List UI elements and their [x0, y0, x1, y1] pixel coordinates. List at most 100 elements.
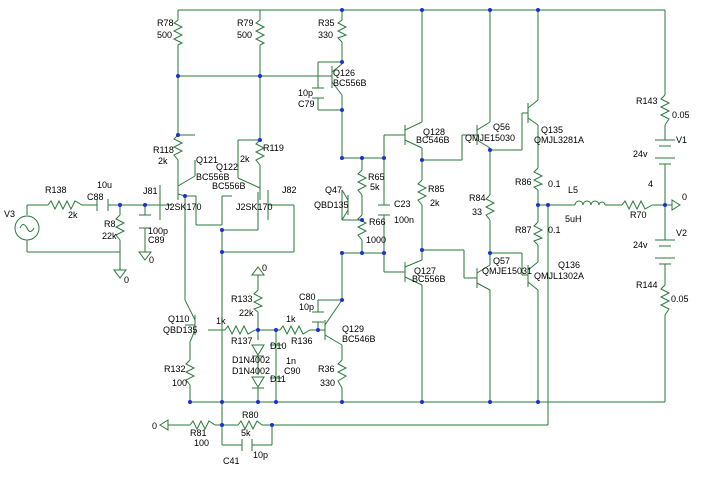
capacitor-C41 [241, 439, 253, 451]
component-labels: R78 500 R79 500 R35 330 Q126 BC556B 10p … [4, 18, 690, 466]
label-Q47-type: QBD135 [314, 200, 349, 210]
signal-source-V3 [14, 215, 40, 241]
label-L5: L5 [568, 185, 578, 195]
label-Q110-type: QBD135 [163, 325, 198, 335]
transistor-Q129 [324, 299, 343, 346]
resistor-R81 [189, 419, 216, 431]
diode-D11 [251, 376, 265, 395]
ground-symbol-4 [159, 419, 169, 431]
label-Q122-type: BC556B [212, 181, 246, 191]
label-R86-value: 0.1 [548, 179, 561, 189]
resistor-R70 [621, 199, 653, 211]
label-Q127: Q127 [414, 266, 436, 276]
label-C80-value: 10p [299, 302, 314, 312]
transistor-Q127 [404, 259, 423, 286]
label-R136-value: 1k [286, 314, 296, 324]
label-R143: R143 [636, 96, 658, 106]
label-Q56: Q56 [493, 122, 510, 132]
label-V2-value: 24v [633, 240, 648, 250]
label-D11: D11 [270, 374, 286, 384]
label-R132: R132 [164, 364, 186, 374]
label-Q57: Q57 [493, 256, 510, 266]
resistor-R84 [484, 194, 496, 221]
label-R8-value: 22k [102, 231, 117, 241]
label-V3: V3 [4, 209, 15, 219]
label-D10-type: D1N4002 [232, 355, 270, 365]
label-R119: R119 [263, 143, 284, 153]
resistor-R137 [224, 324, 256, 336]
resistor-R144 [659, 284, 671, 316]
resistor-R36 [336, 359, 348, 389]
label-R118: R118 [153, 145, 174, 155]
resistor-R86 [532, 167, 544, 191]
resistor-R66 [356, 214, 368, 241]
jfet-J81 [159, 190, 172, 220]
battery-V1 [655, 139, 675, 175]
label-R36: R36 [318, 364, 335, 374]
label-Q110: Q110 [168, 314, 189, 324]
label-R66: R66 [369, 217, 386, 227]
label-R80-value: 5k [241, 428, 251, 438]
junction-dots [118, 8, 667, 427]
label-R81: R81 [190, 428, 207, 438]
label-C23: C23 [394, 199, 411, 209]
label-V2: V2 [676, 228, 687, 238]
label-output-node-0: 0 [682, 192, 687, 202]
label-C41: C41 [223, 456, 240, 466]
label-Q126-type: BC556B [333, 78, 367, 88]
label-C90: C90 [284, 366, 301, 376]
transistor-Q47 [341, 189, 349, 221]
label-ground-0d: 0 [152, 421, 157, 431]
label-R87-value: 0.1 [548, 225, 561, 235]
transistor-Q128 [404, 121, 423, 149]
label-Q121: Q121 [196, 155, 218, 165]
label-R78: R78 [157, 18, 174, 28]
label-R35-value: 330 [318, 30, 333, 40]
ground-symbol-3 [251, 266, 265, 276]
label-J82-type: J2SK170 [236, 202, 273, 212]
label-R118-value: 2k [158, 156, 168, 166]
label-V1: V1 [676, 135, 687, 145]
resistor-R136 [279, 324, 311, 336]
label-R65-value: 5k [370, 182, 380, 192]
label-R87: R87 [515, 225, 532, 235]
resistor-R133 [252, 289, 264, 313]
label-Q126: Q126 [333, 68, 355, 78]
label-Q121-type: BC556B [196, 172, 230, 182]
label-Q136-type: QMJL1302A [534, 271, 584, 281]
battery-V2 [655, 239, 675, 275]
capacitor-C88 [96, 199, 109, 211]
label-R84-value: 33 [472, 207, 482, 217]
capacitor-C23 [378, 204, 390, 216]
label-R133-value: 22k [239, 308, 254, 318]
diode-D10 [251, 344, 265, 375]
label-R79: R79 [237, 18, 254, 28]
label-C90-value: 1n [286, 356, 296, 366]
label-R137-value: 1k [216, 316, 226, 326]
inductor-L5 [574, 200, 606, 206]
label-R119-value: 2k [240, 154, 250, 164]
label-J81: J81 [143, 186, 158, 196]
label-R144-value: 0.05 [671, 294, 689, 304]
label-D11-type: D1N4002 [232, 366, 270, 376]
label-C41-value: 10p [253, 450, 268, 460]
output-terminal [671, 199, 681, 211]
resistor-R8 [114, 214, 126, 241]
label-L5-value: 5uH [565, 214, 582, 224]
transistor-Q110 [184, 299, 196, 343]
label-R132-value: 100 [172, 378, 187, 388]
jfet-J82 [267, 190, 280, 220]
capacitor-C89 [139, 214, 151, 229]
label-R85: R85 [428, 184, 445, 194]
resistor-R80 [237, 419, 263, 431]
label-R138-value: 2k [68, 210, 78, 220]
label-Q135-type: QMJL3281A [534, 135, 584, 145]
label-R133: R133 [231, 294, 253, 304]
resistor-R79 [254, 19, 266, 46]
label-R8: R8 [104, 219, 116, 229]
transistor-Q121 [177, 160, 196, 200]
resistor-R143 [659, 94, 671, 126]
label-R65: R65 [368, 172, 385, 182]
label-Q57-type: QMJE15031 [482, 266, 532, 276]
capacitor-C90 [270, 344, 282, 379]
